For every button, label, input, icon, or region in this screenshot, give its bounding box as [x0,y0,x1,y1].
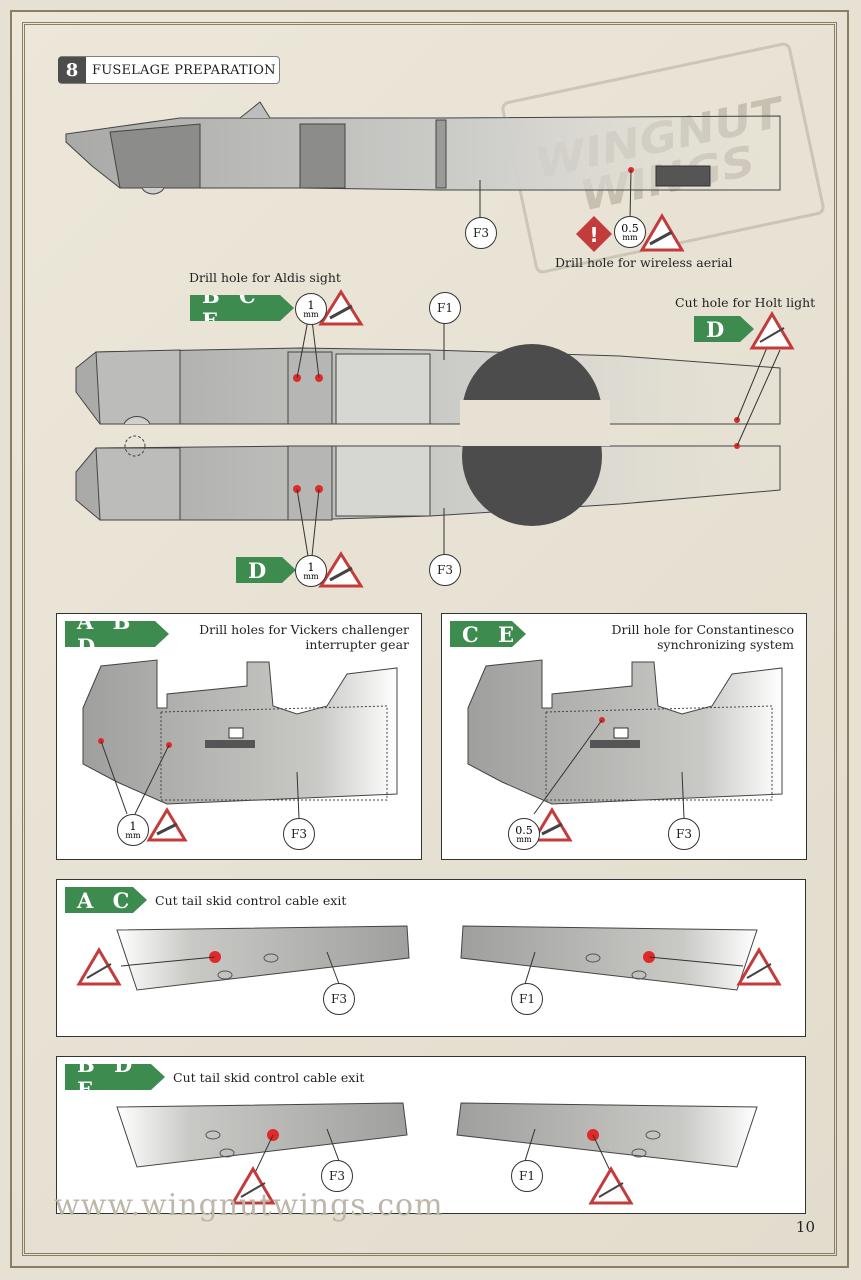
aerial-note: Drill hole for wireless aerial [555,255,733,270]
panel-ac-note: Cut tail skid control cable exit [155,893,347,908]
panel-abd-tag: A B D [65,621,169,647]
panel-ce-note-line1: Drill hole for Constantinesco [611,622,794,637]
panel-bde-tag: B D E [65,1064,165,1090]
page-inner-border [22,22,837,1256]
panel-ac-drawing [76,925,782,991]
top-fuselage-drawing [65,101,781,221]
panel-ce-drawing [467,659,783,842]
aldis-drill-bit-icon [318,289,364,326]
svg-text:!: ! [589,223,598,247]
page-number: 10 [795,1218,815,1236]
panel-ce-note-line2: synchronizing system [657,637,794,652]
panel-ce-part-callout: F3 [668,818,700,850]
aldis-note: Drill hole for Aldis sight [189,270,341,285]
panel-abd: A B D Drill holes for Vickers challenger… [56,613,422,860]
aldis-variant-tag: B C E [190,295,294,321]
holt-note: Cut hole for Holt light [675,295,816,310]
panel-bde: B D E Cut tail skid control cable exit F… [56,1056,806,1214]
holt-knife-icon [749,311,795,350]
panel-ac-part-left: F3 [323,983,355,1015]
step-title: FUSELAGE PREPARATION [92,62,276,78]
panel-abd-drawing [82,659,398,842]
panel-ac-part-right: F1 [511,983,543,1015]
panel-bde-part-right: F1 [511,1160,543,1192]
panel-abd-note-line2: interrupter gear [305,637,409,652]
panel-ac: A C Cut tail skid control cable exit F3 … [56,879,806,1037]
panel-ac-tag: A C [65,887,147,913]
panel-abd-note-line1: Drill holes for Vickers challenger [199,622,409,637]
website-watermark: www.wingnutwings.com [54,1188,444,1223]
panel-ce-tag: C E [450,621,526,647]
panel-bde-note: Cut tail skid control cable exit [173,1070,365,1085]
part-f3-lower-callout: F3 [429,554,461,586]
aerial-warning-icon: ! [576,216,612,252]
panel-bde-drawing [116,1102,758,1205]
step-number: 8 [58,57,86,83]
lower-variant-tag: D [236,557,296,583]
panel-bde-part-left: F3 [321,1160,353,1192]
holt-variant-tag: D [694,316,754,342]
aerial-drill-bit-icon [639,213,685,252]
panel-abd-part-callout: F3 [283,818,315,850]
lower-drill-bit-icon [318,551,364,588]
mid-lower-fuselage-drawing [75,349,781,557]
step-header: 8 FUSELAGE PREPARATION [58,56,280,84]
part-f3-callout: F3 [465,217,497,249]
panel-ce: C E Drill hole for Constantinesco synchr… [441,613,807,860]
part-f1-callout: F1 [429,292,461,324]
